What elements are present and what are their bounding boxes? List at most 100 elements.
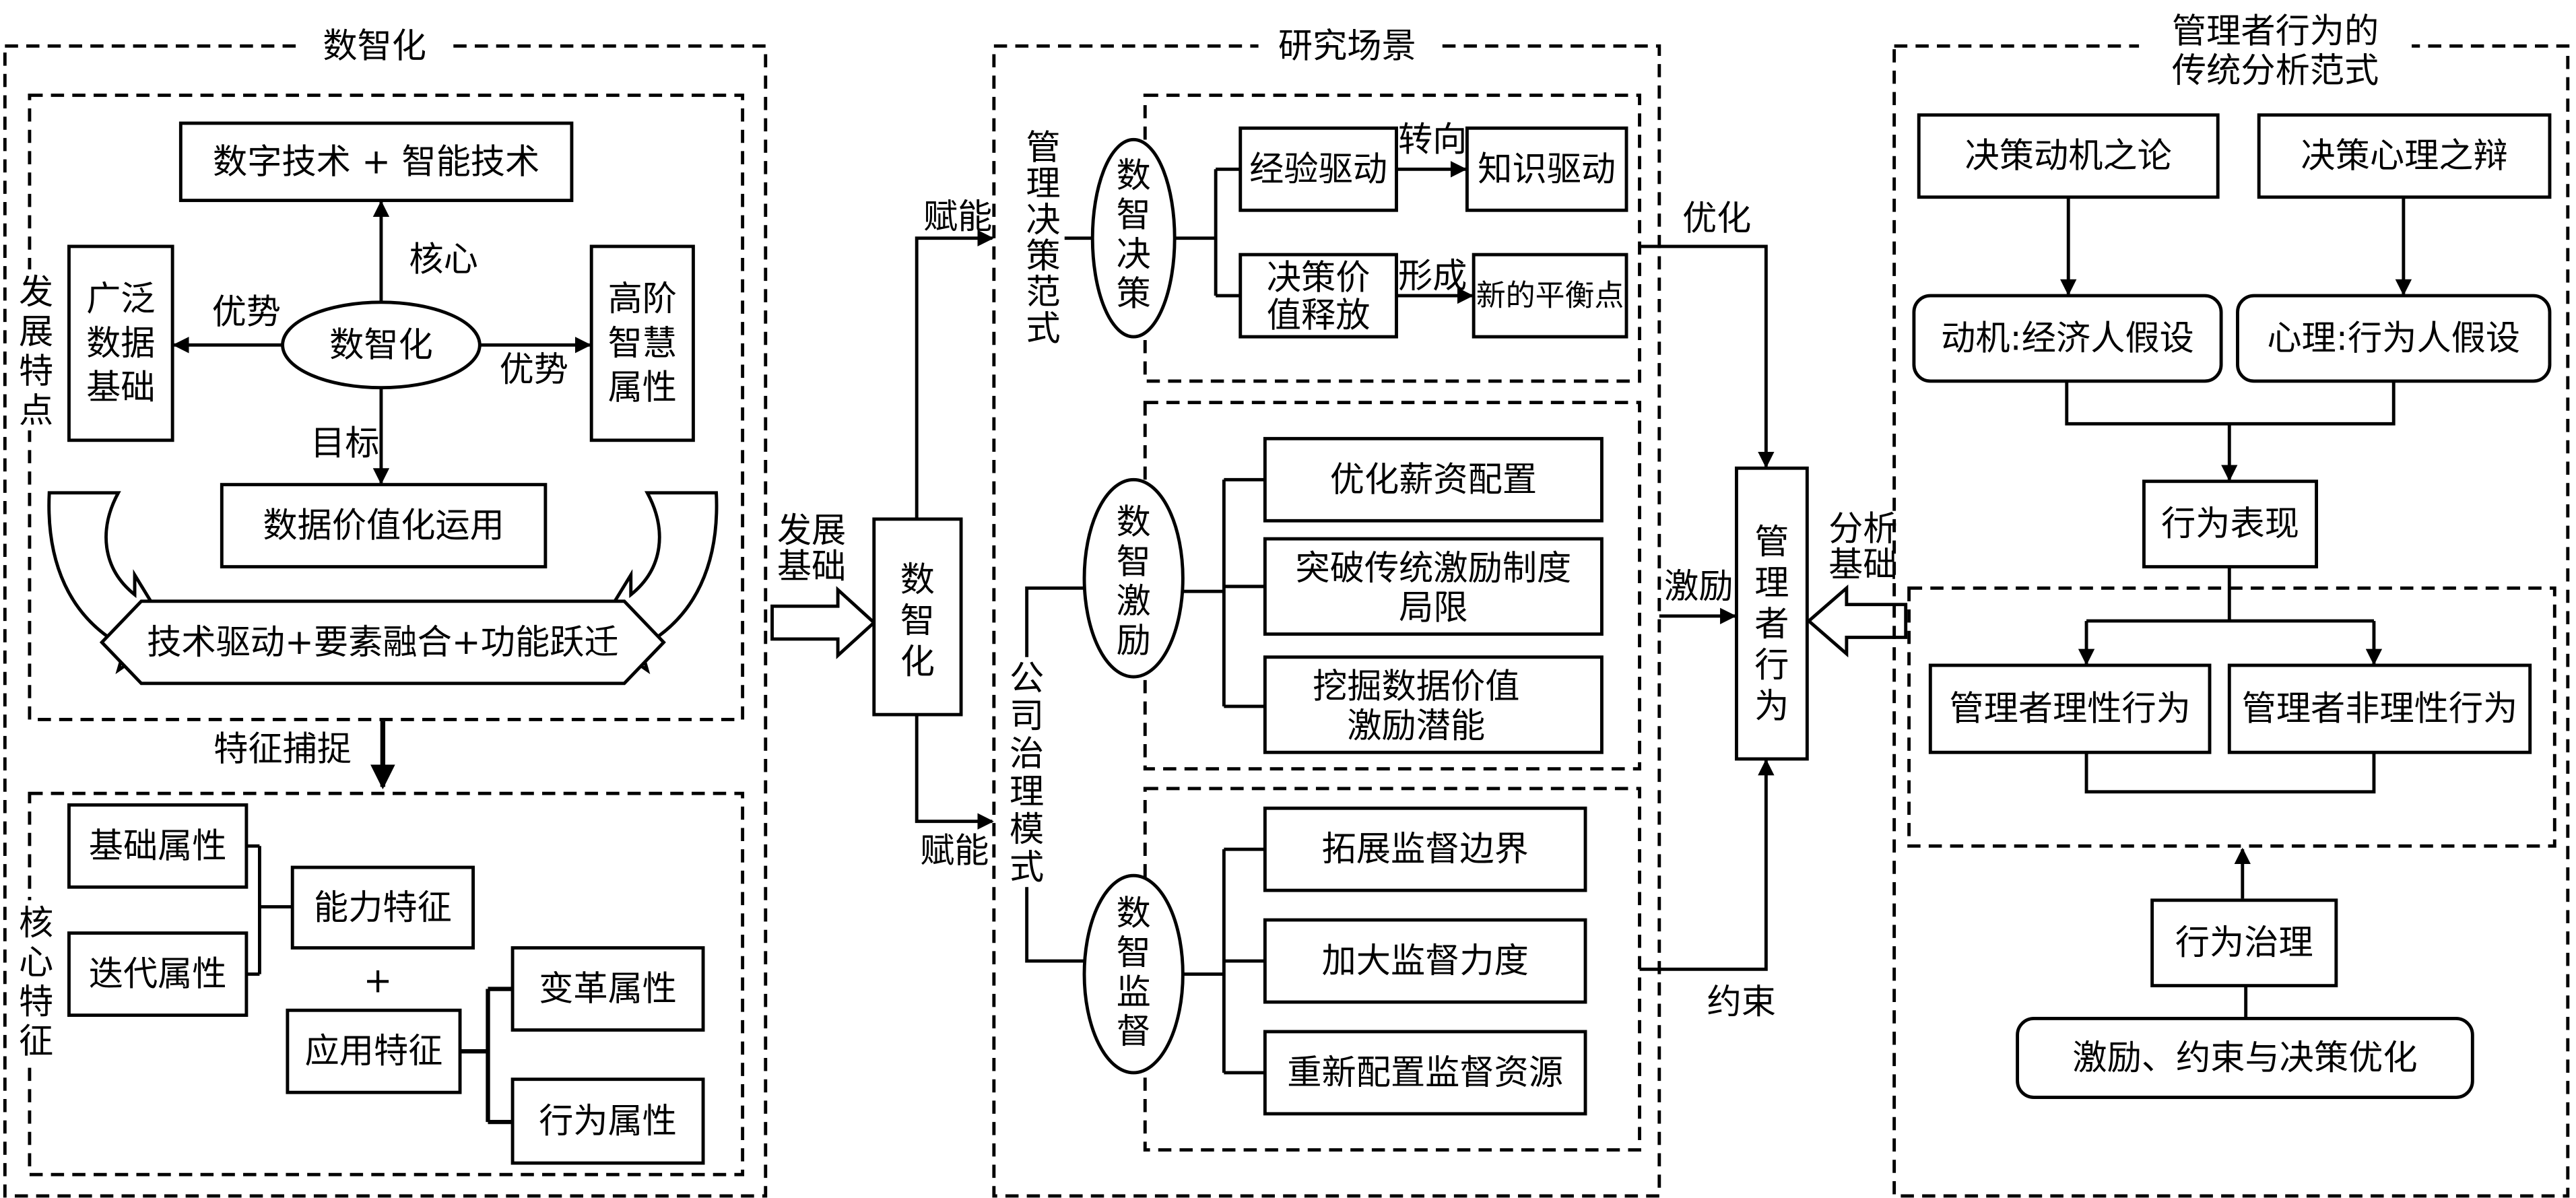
optimize-label: 优化 xyxy=(1682,198,1751,238)
outcome-label: 激励、约束与决策优化 xyxy=(2072,1038,2417,1078)
incentive-ellipse-label: 数智激励 xyxy=(1117,502,1151,661)
constrain-label: 约束 xyxy=(1707,982,1776,1022)
right-panel-title-line: 管理者行为的 xyxy=(2172,11,2379,51)
bridge: 发展 基础 数智化 赋能 赋能 xyxy=(770,197,994,871)
manager-links: 优化 激励 约束 管理者行为 分析 基础 xyxy=(1639,198,1908,1022)
incentive-item-label: 局限 xyxy=(1399,588,1467,628)
supervision-item xyxy=(1263,918,1587,1004)
behavior-split-line xyxy=(2086,566,2374,623)
advantage-right-label: 优势 xyxy=(500,350,568,390)
left-panel: 数智化 数字技术 + 智能技术 核心 优势 优势 数智化 广泛 数据 基础 高阶… xyxy=(3,23,768,1198)
right-panel: 管理者行为的 传统分析范式 决策动机之论 决策心理之辩 动机:经济人假设 心理:… xyxy=(1892,8,2570,1198)
manager-behavior-label: 管理者行为 xyxy=(1754,522,1789,727)
rational-box xyxy=(1928,663,2212,754)
incentive-item xyxy=(1263,436,1604,523)
supervision-item-label: 拓展监督边界 xyxy=(1322,829,1529,869)
center-ellipse-label: 数智化 xyxy=(329,325,433,365)
advanced-wisdom-line: 智慧 xyxy=(608,323,677,364)
governance-connector xyxy=(1025,586,1085,963)
behavior-attr-label: 行为属性 xyxy=(539,1101,677,1141)
incentive-item-label: 突破传统激励制度 xyxy=(1296,548,1572,589)
change-attr-label: 变革属性 xyxy=(539,969,677,1009)
psychology-box xyxy=(2257,113,2552,199)
decision-ellipse-label: 数智决策 xyxy=(1117,156,1151,314)
capture-label: 特征捕捉 xyxy=(213,729,352,769)
behavior-types-group xyxy=(1907,586,2556,848)
analysis-basis-line: 分析 xyxy=(1828,508,1897,549)
behavior-attr-box xyxy=(510,1077,705,1165)
iter-attr-box xyxy=(67,931,249,1018)
release-line: 值释放 xyxy=(1267,295,1370,335)
decision-paradigm-label: 管理决策范式 xyxy=(1026,128,1060,349)
incentive-item-label: 激励潜能 xyxy=(1347,706,1485,746)
constrain-arrow xyxy=(1639,759,1775,971)
performance-label: 行为表现 xyxy=(2161,504,2299,544)
decision-bracket xyxy=(1175,167,1241,298)
advanced-wisdom-box xyxy=(589,244,695,442)
empower-bottom-arrow xyxy=(915,714,994,830)
governance-label: 行为治理 xyxy=(2175,923,2313,963)
supervision-bracket xyxy=(1183,847,1265,1075)
supervision-ellipse-label: 数智监督 xyxy=(1117,893,1151,1052)
irrational-label: 管理者非理性行为 xyxy=(2242,689,2518,729)
motive-label: 决策动机之论 xyxy=(1965,136,2172,176)
outcome-box xyxy=(2016,1017,2474,1099)
balance-box xyxy=(1472,253,1628,339)
release-line: 决策价 xyxy=(1267,257,1370,298)
advanced-wisdom-line: 属性 xyxy=(608,368,677,408)
turn-label: 转向 xyxy=(1398,119,1467,160)
analysis-basis-line: 基础 xyxy=(1828,545,1897,585)
broad-data-line: 广泛 xyxy=(86,279,155,319)
behavior-types-bracket xyxy=(2084,752,2376,794)
psychology-hypothesis-label: 心理:行为人假设 xyxy=(2267,319,2520,359)
capability-label: 能力特征 xyxy=(314,888,452,928)
empower-top-arrow xyxy=(915,230,994,519)
broad-data-line: 数据 xyxy=(86,323,155,364)
governance-box xyxy=(2150,898,2338,988)
analysis-basis-arrow xyxy=(1806,584,1908,658)
manager-behavior-box xyxy=(1735,466,1809,761)
development-features-label: 发展特点 xyxy=(19,272,53,431)
incentive-ellipse xyxy=(1082,477,1185,679)
value-box xyxy=(220,483,548,569)
advantage-left-label: 优势 xyxy=(212,292,281,332)
motive-hypothesis-label: 动机:经济人假设 xyxy=(1941,319,2194,359)
empower-bottom-label: 赋能 xyxy=(920,831,989,871)
supervision-item xyxy=(1263,1030,1587,1116)
form-label: 形成 xyxy=(1398,256,1467,296)
supervision-item-label: 加大监督力度 xyxy=(1322,941,1529,981)
capability-bracket xyxy=(246,844,293,976)
broad-data-box xyxy=(67,244,174,442)
dev-basis-line: 发展 xyxy=(777,510,846,551)
incentive-bracket xyxy=(1183,477,1265,708)
middle-panel: 研究场景 管理决策范式 数智决策 经验驱动 转向 知识驱动 决策价 值释放 形成… xyxy=(992,23,1661,1198)
bridge-box xyxy=(872,517,963,717)
banner xyxy=(99,599,666,686)
middle-panel-title: 研究场景 xyxy=(1278,26,1416,66)
plus-sign: + xyxy=(364,960,393,1001)
experience-box xyxy=(1239,126,1398,212)
incentive-item-label: 挖掘数据价值 xyxy=(1313,667,1519,707)
knowledge-label: 知识驱动 xyxy=(1478,149,1616,189)
incentive-item xyxy=(1263,655,1604,754)
capability-box xyxy=(290,865,475,950)
incentive-item-label: 优化薪资配置 xyxy=(1330,459,1537,500)
governance-mode-label: 公司治理模式 xyxy=(1010,658,1044,888)
iter-attr-label: 迭代属性 xyxy=(89,954,227,995)
left-panel-title: 数智化 xyxy=(323,26,426,66)
value-box-label: 数据价值化运用 xyxy=(263,506,504,546)
dev-basis-arrow xyxy=(770,586,877,659)
advanced-wisdom-line: 高阶 xyxy=(608,279,677,319)
application-bracket xyxy=(460,987,513,1125)
core-features-label: 核心特征 xyxy=(19,903,53,1062)
banner-label: 技术驱动+要素融合+功能跃迁 xyxy=(147,622,618,663)
supervision-item xyxy=(1263,806,1587,892)
basic-attr-box xyxy=(67,803,249,889)
goal-label: 目标 xyxy=(310,424,379,464)
irrational-box xyxy=(2227,663,2532,754)
bridge-box-label: 数智化 xyxy=(900,560,935,682)
knowledge-box xyxy=(1465,126,1628,212)
right-panel-border xyxy=(1892,44,2570,1198)
application-label: 应用特征 xyxy=(305,1031,443,1071)
basic-attr-label: 基础属性 xyxy=(89,826,227,866)
